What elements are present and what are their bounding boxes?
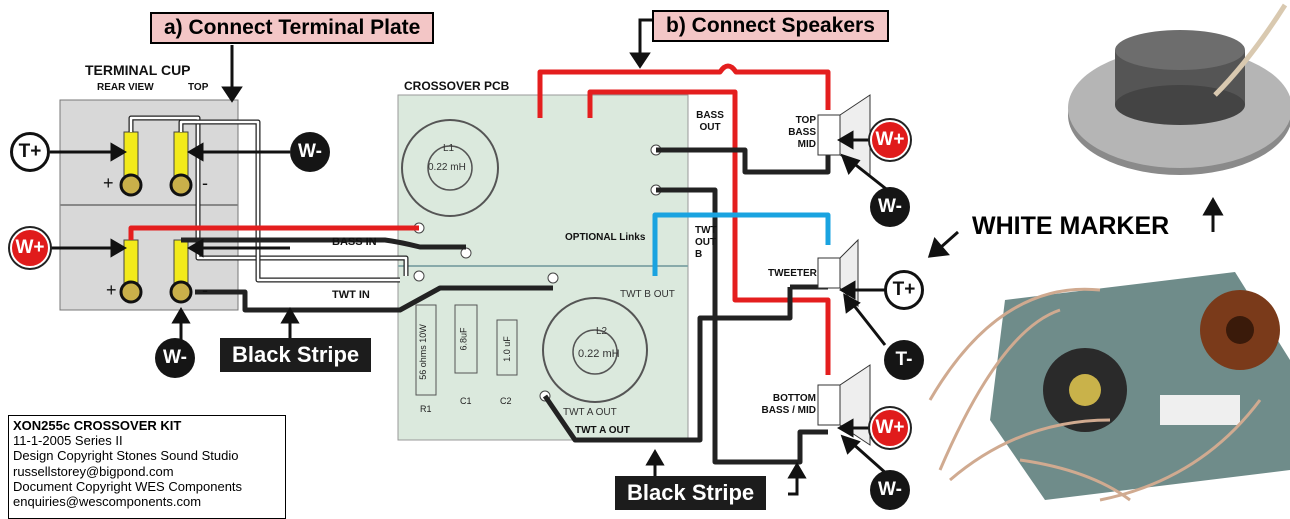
badge-t-minus-tweeter: T-: [884, 340, 924, 380]
pcb-twt-a-out-small-label: TWT A OUT: [563, 407, 617, 418]
terminal-nut-4: [169, 280, 193, 304]
black-stripe-label-right: Black Stripe: [615, 476, 767, 510]
pcb-c1-value: 6.8uF: [458, 327, 469, 351]
terminal-nut-2: [169, 173, 193, 197]
coil-l2: [542, 297, 648, 403]
pcb-l2-label: L2: [596, 326, 608, 337]
pcb-l1-label: L1: [443, 143, 455, 154]
pcb-twt-in-label: TWT IN: [332, 289, 370, 301]
coil-l2-core: [572, 329, 618, 375]
terminal-minus-2: -: [202, 280, 208, 300]
pcb-title: CROSSOVER PCB: [404, 79, 510, 93]
header-connect-speakers: b) Connect Speakers: [652, 10, 889, 42]
terminal-plus-1: +: [103, 173, 114, 193]
top-bass-mid-label: TOP BASS MID: [788, 115, 816, 150]
kit-info-box: XON255c CROSSOVER KIT 11-1-2005 Series I…: [8, 415, 286, 519]
pcb-optional-links-label: OPTIONAL Links: [565, 232, 646, 243]
resistor-r1: [415, 304, 437, 396]
kit-info-line-1: 11-1-2005 Series II: [13, 433, 123, 449]
badge-w-minus-top-speaker: W-: [870, 187, 910, 227]
kit-info-title: XON255c CROSSOVER KIT: [13, 418, 182, 433]
badge-w-plus-terminal: W+: [10, 228, 50, 268]
bass-out-label: BASS OUT: [696, 110, 724, 133]
terminal-rear-view-label: REAR VIEW: [97, 82, 154, 93]
pcb-l2-value: 0.22 mH: [578, 348, 620, 360]
pointer-arrows: [50, 18, 1224, 496]
capacitor-c2: [496, 319, 518, 376]
pcb-l1-value: 0.22 mH: [428, 162, 466, 173]
terminal-post-tplus: [123, 131, 139, 181]
white-wires: [128, 115, 409, 283]
pcb-twt-b-out-label: TWT B OUT: [620, 289, 675, 300]
coil-l1-core: [427, 145, 473, 191]
badge-t-plus-tweeter: T+: [884, 270, 924, 310]
pcb-c2-label: C2: [500, 396, 512, 406]
terminal-post-tminus: [173, 131, 189, 181]
kit-info-line-4: Document Copyright WES Components: [13, 478, 243, 494]
terminal-plus-2: +: [106, 280, 117, 300]
pcb-r1-value: 56 ohms 10W: [417, 324, 428, 380]
red-wires: [128, 63, 831, 375]
terminal-minus-1: -: [202, 173, 208, 193]
white-marker-label: WHITE MARKER: [972, 212, 1170, 240]
badge-w-plus-top-speaker: W+: [870, 120, 910, 160]
black-stripe-label-left: Black Stripe: [220, 338, 372, 372]
bottom-bass-mid-label: BOTTOM BASS / MID: [761, 393, 816, 416]
badge-w-minus-terminal-bottom: W-: [155, 338, 195, 378]
twt-out-b-label: TWT OUT B: [695, 225, 717, 260]
pcb-bass-in-label: BASS IN: [332, 236, 377, 248]
pcb-c1-label: C1: [460, 396, 472, 406]
crossover-photo: [928, 272, 1290, 502]
terminal-cup-title: TERMINAL CUP: [85, 62, 191, 78]
kit-info-line-2: Design Copyright Stones Sound Studio: [13, 448, 239, 464]
kit-info-line-5: enquiries@wescomponents.com: [13, 494, 202, 510]
terminal-nut-1: [119, 173, 143, 197]
crossover-pcb: [397, 94, 689, 441]
pcb-twt-a-out-label: TWT A OUT: [575, 425, 630, 436]
tweeter-photo: [1068, 3, 1290, 175]
black-wires: [181, 147, 831, 465]
badge-w-minus-terminal-top: W-: [290, 132, 330, 172]
terminal-nut-3: [119, 280, 143, 304]
pad-twt-in-plus: [413, 270, 425, 282]
capacitor-c1: [454, 304, 478, 374]
terminal-top-label: TOP: [188, 82, 209, 93]
badge-w-minus-bottom-speaker: W-: [870, 470, 910, 510]
pcb-r1-label: R1: [420, 404, 432, 414]
header-connect-terminal-plate: a) Connect Terminal Plate: [150, 12, 435, 44]
tweeter-label: TWEETER: [768, 268, 817, 279]
badge-w-plus-bottom-speaker: W+: [870, 408, 910, 448]
kit-info-line-3: russellstorey@bigpond.com: [13, 463, 174, 479]
pcb-c2-value: 1.0 uF: [501, 336, 512, 362]
pad-twt-in-minus: [547, 272, 559, 284]
badge-t-plus-terminal: T+: [10, 132, 50, 172]
coil-l1: [401, 119, 499, 217]
blue-wires: [652, 212, 831, 276]
